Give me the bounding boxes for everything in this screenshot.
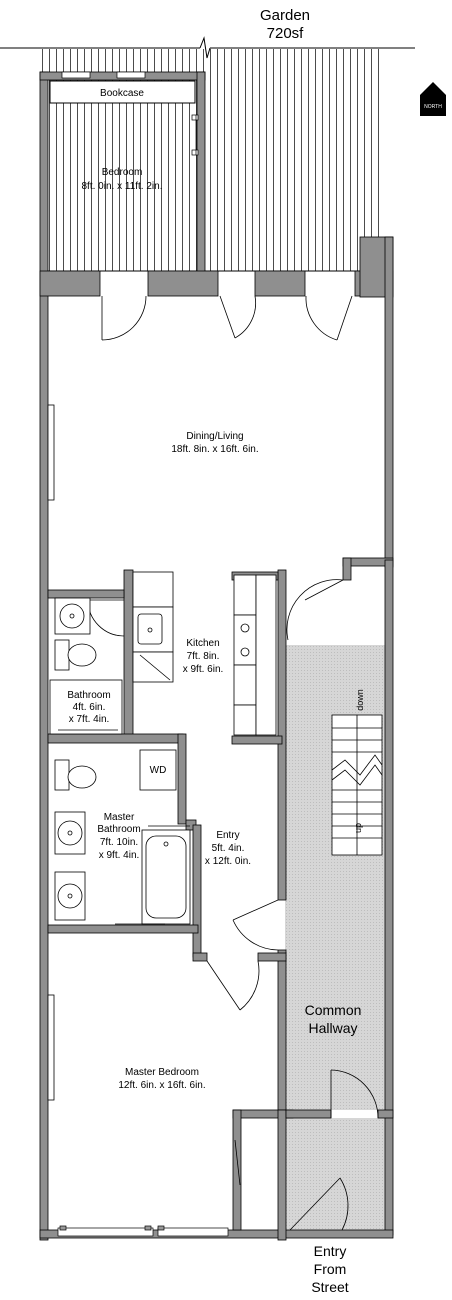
- dining-name: Dining/Living: [186, 431, 243, 442]
- bathroom-size-2: x 7ft. 4in.: [69, 714, 110, 725]
- street-entry-2: From: [314, 1261, 347, 1277]
- master-bath-name-1: Master: [104, 812, 135, 823]
- hallway-name-1: Common: [305, 1002, 362, 1018]
- entry-size-1: 5ft. 4in.: [212, 843, 245, 854]
- master-bath-size-2: x 9ft. 4in.: [99, 850, 140, 861]
- north-label: NORTH: [424, 104, 442, 110]
- bedroom-name: Bedroom: [102, 167, 143, 178]
- master-bath-name-2: Bathroom: [97, 824, 140, 835]
- kitchen-counter-right: [233, 574, 277, 736]
- stairs-up-label: up: [353, 823, 363, 833]
- master-bedroom-name: Master Bedroom: [125, 1067, 199, 1078]
- bookcase-label: Bookcase: [100, 88, 144, 99]
- master-bath-fixtures: [54, 749, 191, 925]
- bookcase: [49, 80, 196, 104]
- bathroom-name: Bathroom: [67, 690, 110, 701]
- entry-name: Entry: [216, 830, 239, 841]
- bathroom-fixtures: [49, 597, 123, 735]
- wd-label: WD: [150, 765, 167, 776]
- dining-left-window: [47, 404, 55, 501]
- master-bedroom-size: 12ft. 6in. x 16ft. 6in.: [118, 1080, 205, 1091]
- garden-area: 720sf: [267, 25, 305, 42]
- dining-size: 18ft. 8in. x 16ft. 6in.: [171, 444, 258, 455]
- north-arrow-icon: NORTH: [420, 82, 446, 116]
- master-bedroom-window: [47, 994, 55, 1101]
- hallway-name-2: Hallway: [308, 1020, 357, 1036]
- kitchen-name: Kitchen: [186, 638, 219, 649]
- bedroom-size: 8ft. 0in. x 11ft. 2in.: [82, 181, 163, 192]
- stairs: [331, 714, 383, 856]
- bedroom-windows: [61, 71, 146, 79]
- bedroom-closet-hardware: [191, 114, 199, 156]
- kitchen-size-2: x 9ft. 6in.: [183, 664, 224, 675]
- stairs-down-label: down: [355, 689, 365, 711]
- entry-vestibule-floor: [285, 1118, 385, 1230]
- bathroom-size-1: 4ft. 6in.: [73, 702, 106, 713]
- entry-size-2: x 12ft. 0in.: [205, 856, 251, 867]
- street-entry-1: Entry: [314, 1243, 347, 1259]
- master-bath-size-1: 7ft. 10in.: [100, 837, 138, 848]
- street-entry-3: Street: [311, 1279, 348, 1295]
- kitchen-counter-left: [132, 571, 174, 683]
- kitchen-size-1: 7ft. 8in.: [187, 651, 220, 662]
- bottom-windows: [57, 1225, 229, 1237]
- garden-name: Garden: [260, 7, 310, 24]
